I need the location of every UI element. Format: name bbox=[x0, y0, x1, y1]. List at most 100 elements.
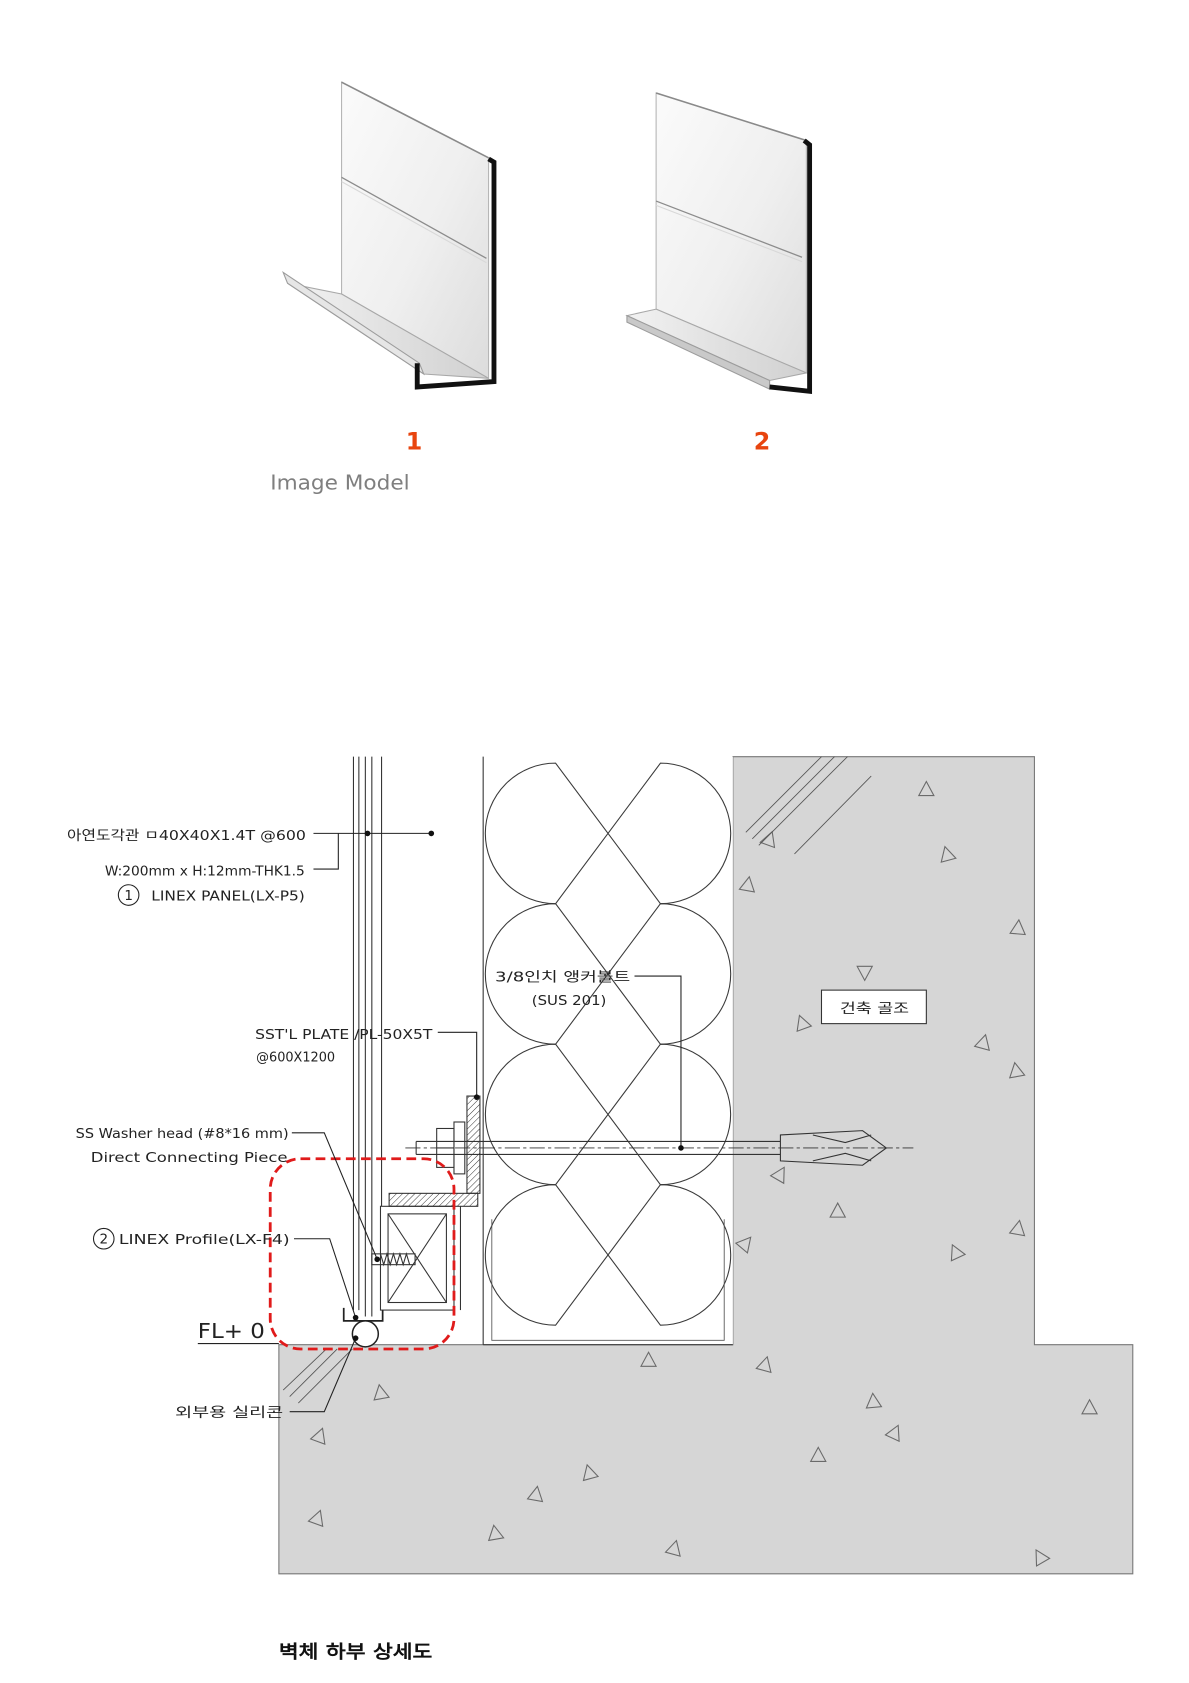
model-1-render bbox=[282, 81, 497, 390]
leader-dots bbox=[352, 830, 684, 1341]
sealant-leader bbox=[289, 1337, 357, 1413]
aggregate-mark bbox=[1008, 1061, 1026, 1079]
structure-label-box bbox=[820, 989, 927, 1025]
leader-dot bbox=[374, 1256, 381, 1263]
hatch-stroke bbox=[289, 1348, 338, 1397]
aggregate-mark bbox=[1009, 918, 1027, 936]
aggregate-mark bbox=[738, 875, 756, 893]
drawing-title: 벽체 하부 상세도 bbox=[279, 1642, 433, 1663]
model-2-profile-edge bbox=[769, 138, 813, 395]
model-2-groove-dark bbox=[655, 200, 803, 258]
highlight-dashed-outline bbox=[268, 1157, 456, 1351]
aggregate-mark bbox=[734, 1236, 752, 1254]
hatch-stroke bbox=[745, 756, 822, 833]
concrete-hatch-strokes bbox=[282, 756, 872, 1404]
aggregate-mark bbox=[309, 1427, 326, 1445]
profile-number-circle bbox=[92, 1227, 115, 1250]
anchor-bolt bbox=[405, 1121, 914, 1175]
aggregate-mark bbox=[1035, 1548, 1051, 1567]
screw-leader bbox=[291, 1132, 378, 1260]
aggregate-mark bbox=[769, 1166, 785, 1185]
anchor-spec-label: (SUS 201) bbox=[532, 993, 607, 1009]
washer-head-screw bbox=[371, 1251, 416, 1267]
anchor-sleeve bbox=[779, 1130, 888, 1166]
hatch-stroke bbox=[298, 1348, 353, 1404]
aggregate-mark bbox=[307, 1509, 324, 1528]
tube-top-plate bbox=[388, 1192, 479, 1207]
aggregate-mark bbox=[829, 1201, 847, 1218]
model-1-groove-dark bbox=[341, 176, 487, 259]
model-1-top-edge bbox=[341, 81, 489, 159]
hatch-stroke bbox=[758, 756, 848, 846]
linex-profile-section bbox=[342, 1307, 384, 1322]
model-2-render bbox=[625, 92, 813, 395]
aggregate-mark bbox=[487, 1524, 505, 1542]
insulation-cell bbox=[484, 762, 732, 905]
model-1-groove-light bbox=[341, 181, 487, 264]
insulation-pattern bbox=[484, 762, 732, 1326]
wall-base-detail-drawing: 건축 골조 아연도각관 ㅁ40X40X1.4T @600 W:200mm x H… bbox=[67, 756, 1134, 1575]
linex-panel-section bbox=[352, 756, 383, 1317]
floor-level-label: FL+ 0 bbox=[198, 1319, 265, 1343]
aggregate-mark bbox=[856, 965, 874, 982]
panel-name-label: LINEX PANEL(LX-P5) bbox=[151, 888, 304, 904]
aggregate-mark bbox=[373, 1383, 391, 1401]
leader-dot bbox=[364, 830, 371, 837]
aggregate-mark bbox=[950, 1243, 967, 1262]
anchor-name-label: 3/8인치 앵커볼트 bbox=[495, 969, 630, 985]
bolt-washer bbox=[453, 1121, 466, 1175]
panel-number-circle bbox=[117, 884, 140, 906]
model-1-number: 1 bbox=[406, 428, 423, 456]
aggregate-mark bbox=[917, 780, 935, 797]
plate-leader bbox=[437, 1031, 478, 1098]
aggregate-mark bbox=[759, 830, 776, 849]
leader-dot bbox=[428, 830, 435, 837]
plate-name-label: SST'L PLATE /PL-50X5T bbox=[255, 1027, 433, 1043]
panel-size-label: W:200mm x H:12mm-THK1.5 bbox=[105, 864, 305, 880]
aggregate-mark bbox=[1008, 1219, 1026, 1237]
aggregate-mark bbox=[796, 1014, 813, 1033]
insulation-cell bbox=[484, 1043, 732, 1186]
concrete-aggregate-marks bbox=[307, 780, 1099, 1567]
leader-dot bbox=[352, 1314, 359, 1321]
aggregate-mark bbox=[973, 1033, 990, 1051]
tube-spec-label: 아연도각관 ㅁ40X40X1.4T @600 bbox=[67, 828, 306, 844]
leader-lines bbox=[197, 832, 682, 1413]
plate-spacing-label: @600X1200 bbox=[256, 1049, 335, 1065]
hatch-stroke bbox=[282, 1348, 327, 1391]
aggregate-mark bbox=[664, 1539, 681, 1557]
aggregate-mark bbox=[640, 1351, 658, 1367]
steel-plate bbox=[466, 1095, 481, 1194]
model-2-number: 2 bbox=[754, 428, 771, 456]
leader-dot bbox=[678, 1145, 684, 1151]
hatch-stroke bbox=[752, 756, 835, 840]
model-1-base-lip bbox=[282, 270, 425, 376]
aggregate-mark bbox=[526, 1485, 544, 1503]
insulation-bottom-channel bbox=[491, 1219, 725, 1341]
screw-note-label: Direct Connecting Piece bbox=[91, 1150, 288, 1166]
insulation-cell bbox=[484, 903, 732, 1045]
anchor-wedge-top bbox=[812, 1134, 872, 1144]
screw-name-label: SS Washer head (#8*16 mm) bbox=[76, 1126, 289, 1142]
sealant-label: 외부용 실리콘 bbox=[175, 1405, 283, 1421]
silicone-bead bbox=[351, 1320, 380, 1348]
tube-cross-b bbox=[387, 1213, 447, 1303]
aggregate-mark bbox=[884, 1424, 900, 1443]
profile-number: 2 bbox=[99, 1232, 108, 1248]
aggregate-mark bbox=[940, 845, 957, 863]
aggregate-mark bbox=[809, 1446, 827, 1462]
panel-number: 1 bbox=[124, 888, 133, 904]
profile-leader bbox=[294, 1238, 357, 1318]
aggregate-mark bbox=[582, 1463, 600, 1482]
structure-label: 건축 골조 bbox=[840, 1001, 909, 1017]
aggregate-mark bbox=[865, 1392, 883, 1409]
anchor-wedge-bottom bbox=[812, 1152, 872, 1162]
leader-dot bbox=[473, 1094, 480, 1100]
hatch-stroke bbox=[794, 775, 872, 855]
model-1-profile-edge bbox=[414, 156, 497, 390]
profile-name-label: LINEX Profile(LX-F4) bbox=[119, 1232, 290, 1248]
panel-size-leader bbox=[313, 833, 339, 870]
anchor-leader bbox=[634, 975, 682, 1148]
screw-thread bbox=[379, 1251, 411, 1267]
